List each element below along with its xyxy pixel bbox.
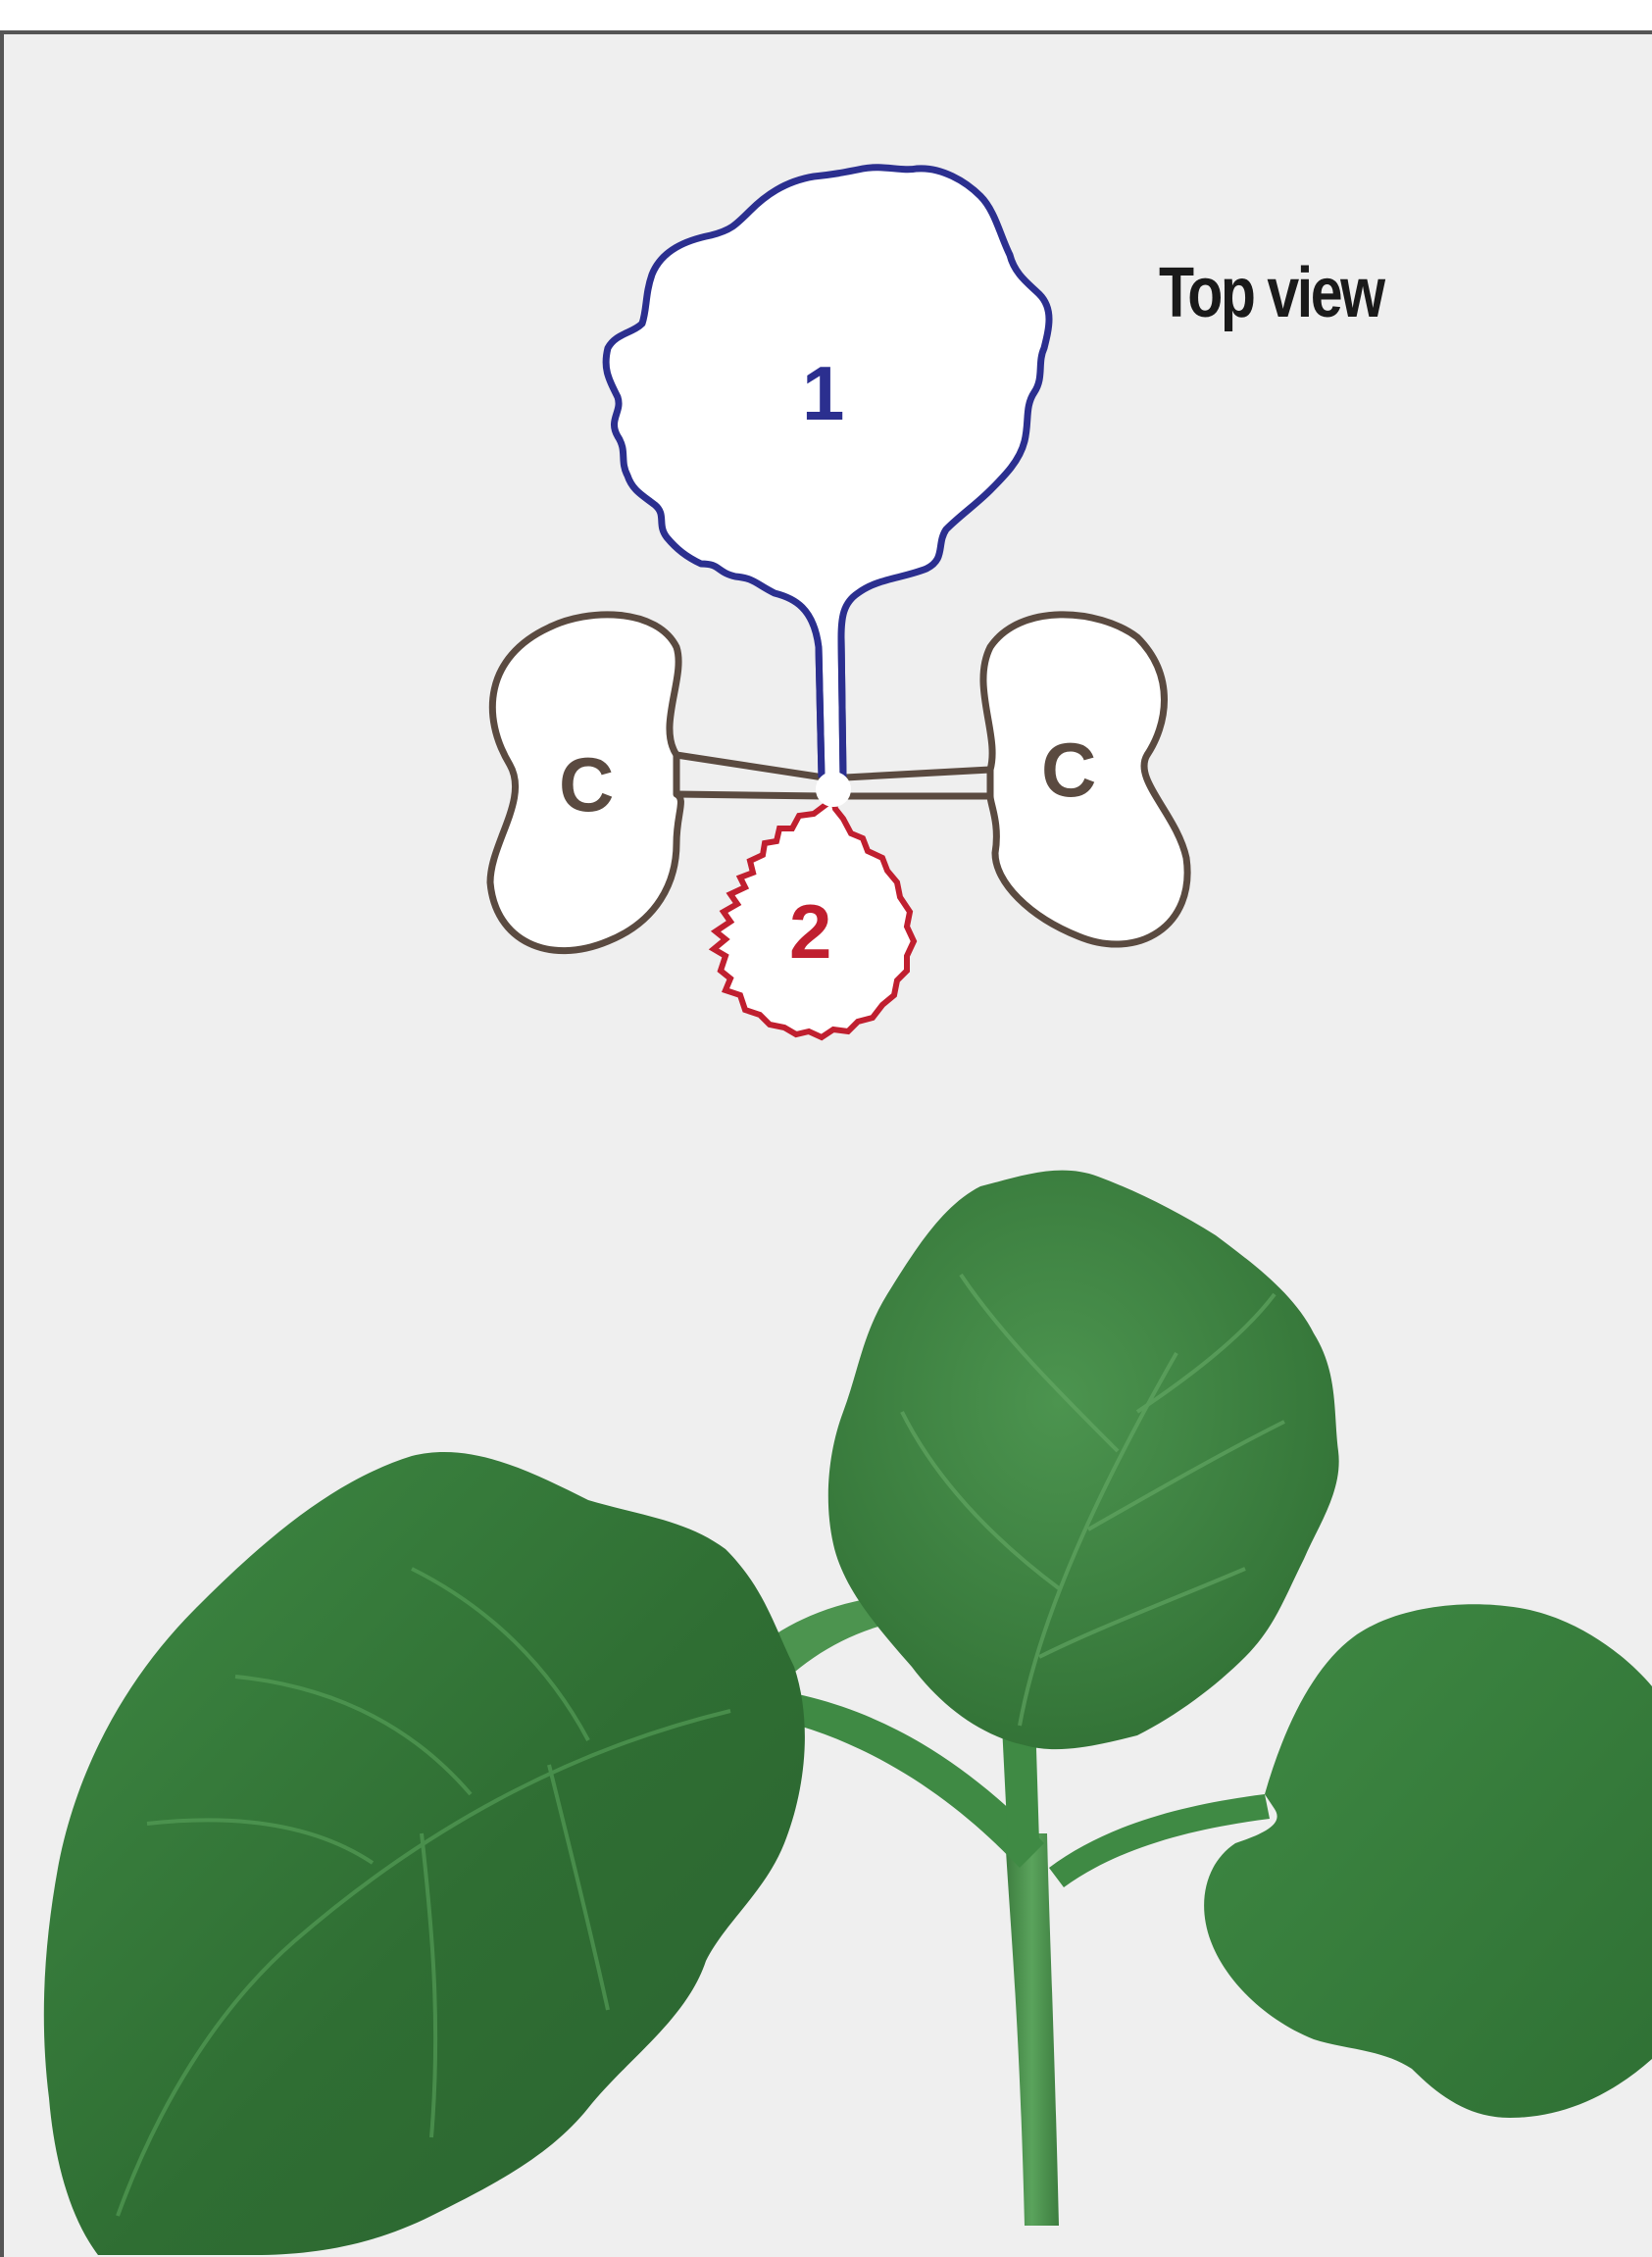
cotyledon-left-label: C [559, 741, 614, 828]
shoot-apex-node [817, 773, 850, 806]
first-true-leaf-label: 1 [802, 350, 844, 436]
seedling-illustration [44, 1171, 1652, 2255]
cotyledon-right-label: C [1041, 727, 1096, 813]
right-cotyledon-leaf [1204, 1604, 1652, 2118]
second-true-leaf-label: 2 [789, 888, 831, 975]
top-view-schematic: 1 C C 2 [490, 168, 1187, 1037]
view-label: Top view [1159, 253, 1383, 333]
center-leaf [828, 1171, 1339, 1749]
main-stem [1005, 1833, 1059, 2226]
